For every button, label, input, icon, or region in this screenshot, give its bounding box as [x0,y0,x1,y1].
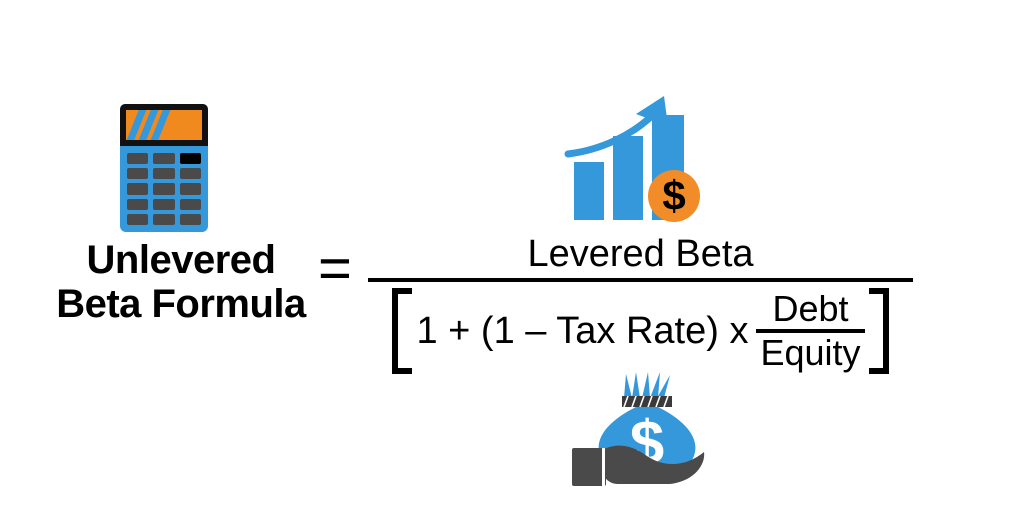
calculator-key [127,183,149,195]
hand-cuff [572,448,606,486]
calculator-key [179,213,201,225]
fraction-denominator: 1 + (1 – Tax Rate) x Debt Equity [368,282,913,374]
equals-sign: = [318,236,352,301]
bag-tie-stripes [623,395,669,408]
calculator-icon [120,104,208,232]
equity-label: Equity [760,332,861,373]
inner-fraction-bar [756,329,865,333]
calculator-key [153,168,175,180]
denominator-expression: 1 + (1 – Tax Rate) x Debt Equity [412,290,868,372]
calculator-screen [126,110,202,140]
money-bag-in-hand-icon: $ [566,372,712,490]
bag-neck-prongs [624,372,670,398]
calculator-top-bezel [120,104,208,146]
fraction-numerator: Levered Beta [527,233,754,275]
money-bag-hand-graphic: $ [572,372,705,486]
calculator-key [179,183,201,195]
calculator-key [153,213,175,225]
dollar-coin-symbol: $ [662,172,686,219]
calculator-key [127,198,149,210]
chart-bar [613,136,643,220]
calculator-key [153,198,175,210]
calculator-keypad [120,146,208,232]
calculator-key [127,213,149,225]
debt-label: Debt [772,288,849,329]
denominator-prefix-text: 1 + (1 – Tax Rate) x [416,310,749,352]
dollar-coin-icon: $ [648,170,700,222]
formula-fraction: Levered Beta 1 + (1 – Tax Rate) x Debt E… [368,232,913,374]
title-line-1: Unlevered [86,238,276,282]
bracket-left-icon [392,288,413,374]
cuff-divider [602,448,605,486]
calculator-key [127,153,149,165]
page-title: Unlevered Beta Formula [36,238,326,326]
calculator-key [153,153,175,165]
calculator-key [153,183,175,195]
growth-chart-icon: $ [560,92,710,232]
calculator-key [179,198,201,210]
calculator-key [127,168,149,180]
fraction-bar [368,278,913,282]
calculator-key [179,168,201,180]
hand-shape [602,445,705,484]
chart-bar [574,162,604,220]
debt-equity-fraction: Debt Equity [756,288,865,373]
bracket-right-icon [868,288,889,374]
bag-tie-band [622,396,672,407]
title-line-2: Beta Formula [56,282,306,326]
calculator-key-highlight [179,153,201,165]
